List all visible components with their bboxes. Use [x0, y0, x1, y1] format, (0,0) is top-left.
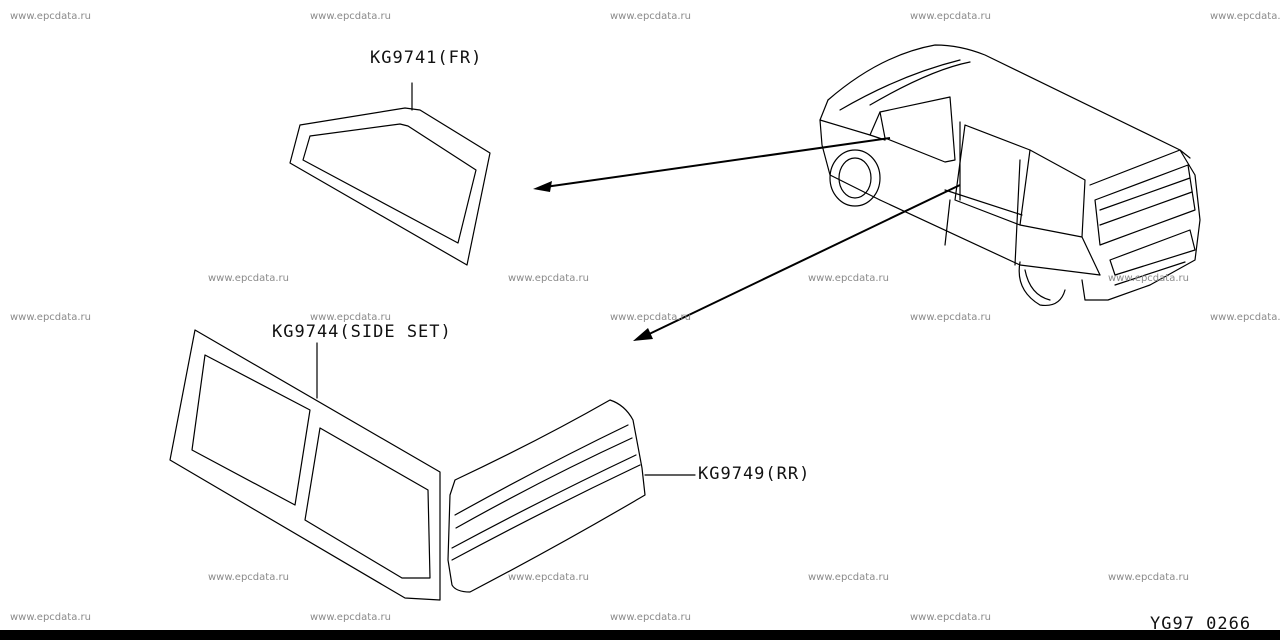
watermark: www.epcdata.ru — [910, 11, 991, 22]
watermark: www.epcdata.ru — [508, 572, 589, 583]
watermark: www.epcdata.ru — [1108, 273, 1189, 284]
side-arrowhead — [633, 328, 653, 341]
bottom-border — [0, 630, 1280, 640]
watermark: www.epcdata.ru — [310, 11, 391, 22]
watermark: www.epcdata.ru — [610, 612, 691, 623]
watermark: www.epcdata.ru — [10, 612, 91, 623]
watermark: www.epcdata.ru — [610, 11, 691, 22]
label-side-glass: KG9744(SIDE SET) — [272, 322, 452, 342]
label-rear-glass: KG9749(RR) — [698, 464, 811, 484]
watermark: www.epcdata.ru — [910, 312, 991, 323]
watermark: www.epcdata.ru — [310, 612, 391, 623]
front-arrow-line — [544, 137, 891, 188]
watermark: www.epcdata.ru — [310, 312, 391, 323]
watermark: www.epcdata.ru — [1210, 312, 1280, 323]
pointer-arrows — [533, 137, 961, 341]
front-arrowhead — [533, 181, 552, 192]
side-arrow-line — [644, 184, 961, 337]
label-front-glass: KG9741(FR) — [370, 48, 483, 68]
watermark: www.epcdata.ru — [610, 312, 691, 323]
watermark: www.epcdata.ru — [808, 273, 889, 284]
watermark: www.epcdata.ru — [508, 273, 589, 284]
van-illustration — [819, 44, 1201, 307]
watermark: www.epcdata.ru — [10, 11, 91, 22]
watermark: www.epcdata.ru — [1210, 11, 1280, 22]
side-window-glass — [169, 329, 441, 601]
watermark: www.epcdata.ru — [808, 572, 889, 583]
watermark: www.epcdata.ru — [1108, 572, 1189, 583]
diagram-code: YG97 0266 — [1150, 614, 1252, 634]
watermark: www.epcdata.ru — [10, 312, 91, 323]
watermark: www.epcdata.ru — [208, 572, 289, 583]
watermark: www.epcdata.ru — [910, 612, 991, 623]
rear-window-glass — [447, 399, 646, 593]
front-window-glass — [289, 107, 491, 266]
watermark: www.epcdata.ru — [208, 273, 289, 284]
